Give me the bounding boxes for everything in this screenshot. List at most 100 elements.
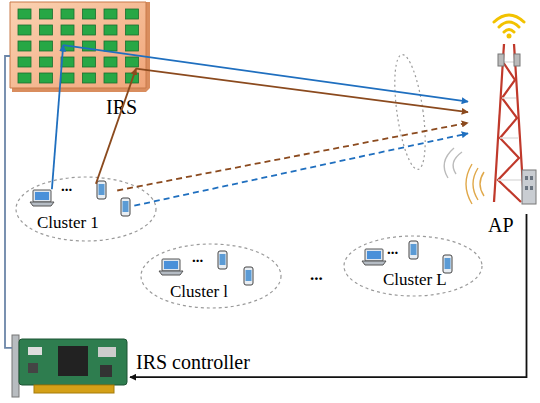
access-point: AP — [468, 2, 536, 214]
radio-waves — [466, 164, 484, 204]
signal-arrow — [136, 69, 468, 113]
cluster-ellipse — [141, 244, 281, 308]
irs-element — [104, 57, 117, 67]
wifi-symbol — [494, 15, 524, 32]
laptop-icon — [162, 259, 180, 271]
irs-element — [83, 41, 96, 51]
cluster-label: Cluster L — [383, 271, 447, 290]
laptop-icon — [362, 261, 386, 265]
irs-element — [126, 9, 139, 19]
irs-element — [126, 25, 139, 35]
phone-icon — [409, 241, 418, 259]
tower-white — [500, 137, 518, 138]
irs-element — [18, 73, 31, 83]
radio-waves — [473, 168, 478, 200]
beam-ellipse — [389, 53, 431, 171]
radio-waves — [444, 148, 454, 178]
irs-element — [126, 73, 139, 83]
laptop-icon — [362, 249, 386, 265]
irs-element — [18, 57, 31, 67]
irs-panel-art — [10, 2, 150, 92]
irs-element — [104, 9, 117, 19]
irs-element — [40, 57, 53, 67]
phone-icon — [218, 251, 227, 269]
pcb-part — [28, 363, 38, 373]
building-window — [530, 176, 533, 180]
pcb-bracket — [12, 335, 19, 397]
laptop-icon — [33, 190, 51, 202]
laptop-icon — [164, 261, 178, 269]
irs-element — [83, 9, 96, 19]
phone-icon — [445, 258, 451, 269]
user-cluster: ... Cluster L — [343, 235, 483, 297]
user-cluster: ... Cluster 1 — [15, 176, 157, 242]
tower-lattice — [498, 62, 521, 202]
radio-waves — [453, 152, 462, 174]
ellipsis: ... — [387, 241, 398, 258]
pcb-connector — [34, 385, 114, 393]
cluster-label: Cluster 1 — [37, 214, 99, 233]
tower-white — [503, 61, 515, 62]
irs-element — [61, 57, 74, 67]
cluster-ellipse — [344, 236, 482, 296]
pcb-part — [28, 347, 42, 355]
irs-controller-art — [12, 335, 130, 399]
building-window — [525, 176, 528, 180]
phone-icon — [97, 181, 106, 199]
irs-element — [40, 73, 53, 83]
signal-arrow — [5, 56, 12, 348]
irs-element — [104, 25, 117, 35]
irs-element — [83, 57, 96, 67]
node-label: IRS controller — [136, 351, 250, 373]
irs-element — [83, 25, 96, 35]
irs-element — [104, 73, 117, 83]
user-cluster: ...Cluster l — [140, 243, 282, 309]
laptop-icon — [367, 251, 381, 259]
irs-panel — [10, 2, 146, 88]
node-label: IRS — [106, 96, 137, 118]
phone-icon — [244, 267, 253, 285]
ellipsis: ... — [61, 178, 72, 195]
wifi-symbol — [499, 22, 519, 27]
laptop-icon — [30, 190, 54, 206]
irs-element — [61, 41, 74, 51]
phone-icon — [121, 198, 130, 216]
phone-icon — [409, 241, 418, 259]
irs-element — [40, 9, 53, 19]
pcb-part — [100, 365, 112, 377]
laptop-icon — [35, 192, 49, 200]
irs-element — [61, 9, 74, 19]
laptop-icon — [365, 249, 383, 261]
irs-element — [18, 41, 31, 51]
irs-element — [40, 41, 53, 51]
irs-controller: IRS controller — [12, 335, 130, 399]
phone-icon — [123, 201, 129, 212]
signal-arrow — [130, 214, 527, 377]
building — [522, 170, 536, 204]
tower-dish — [514, 54, 520, 66]
irs-element — [104, 41, 117, 51]
pcb-chip — [58, 346, 88, 376]
building-window — [525, 186, 528, 190]
laptop-icon — [30, 202, 54, 206]
radio-waves — [480, 172, 484, 196]
signal-arrow — [52, 45, 63, 189]
irs-element — [126, 57, 139, 67]
access-point-art — [468, 2, 536, 214]
tower-white — [498, 62, 521, 180]
node-label: AP — [488, 214, 514, 236]
radio-waves — [466, 164, 472, 204]
radio-waves — [444, 148, 462, 178]
ellipsis: ... — [192, 249, 203, 266]
irs-element — [61, 25, 74, 35]
irs-panel: IRS — [10, 2, 150, 92]
user-cluster-art — [15, 176, 157, 242]
phone-icon — [218, 251, 227, 269]
phone-icon — [99, 184, 105, 195]
pcb-part — [98, 347, 116, 357]
phone-icon — [97, 181, 106, 199]
tower-white — [502, 97, 516, 98]
irs-element — [83, 73, 96, 83]
